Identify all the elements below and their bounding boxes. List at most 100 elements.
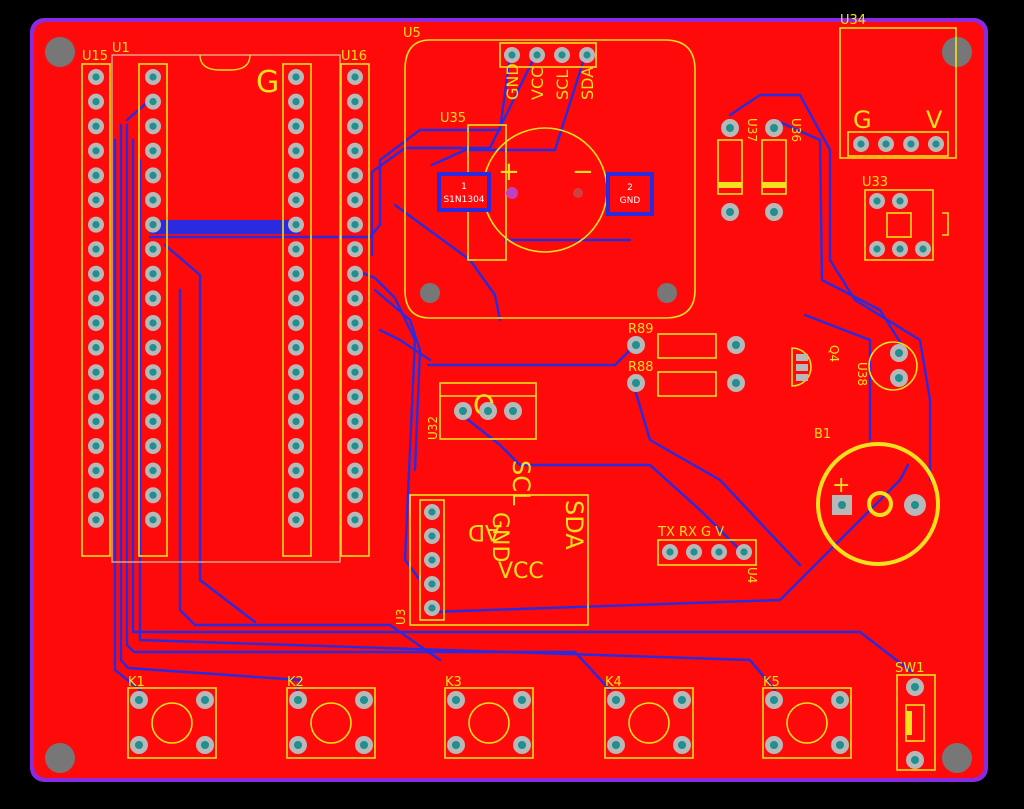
u1-left-pin-hole: [149, 221, 157, 229]
r88-label: R88: [628, 360, 654, 375]
key-4-pad-hole: [677, 740, 687, 750]
u38-led: U38: [855, 341, 918, 391]
u3-pin-hole: [428, 556, 436, 564]
u4-pin-hole: [715, 548, 723, 556]
u1-right-pin-hole: [292, 417, 300, 425]
u5-pin-hole: [583, 51, 591, 59]
u16-pin-hole: [351, 171, 359, 179]
u3-label: U3: [394, 609, 408, 625]
u16-pin-hole: [351, 196, 359, 204]
key-5-label: K5: [763, 675, 780, 690]
key-1-button[interactable]: [151, 702, 193, 744]
key-5-button[interactable]: [786, 702, 828, 744]
key-3-pad-hole: [517, 740, 527, 750]
header-u16[interactable]: [347, 69, 363, 528]
u15-pin-hole: [92, 516, 100, 524]
u37-label: U37: [745, 118, 759, 142]
u1-left-pin-hole: [149, 171, 157, 179]
key-3-button[interactable]: [468, 702, 510, 744]
u4-pin-hole: [666, 548, 674, 556]
key-3-label: K3: [445, 675, 462, 690]
u34-pin-hole: [907, 140, 915, 148]
u1-right-pin-hole: [292, 245, 300, 253]
u4-label: U4: [745, 567, 759, 583]
header-u1-left[interactable]: [145, 69, 161, 528]
svg-text:GND: GND: [620, 196, 641, 206]
u15-pin-hole: [92, 171, 100, 179]
u33-pin-hole: [919, 245, 927, 253]
u34-pin-hole: [932, 140, 940, 148]
u1-left-pin-hole: [149, 393, 157, 401]
sw1-label: SW1: [895, 661, 924, 676]
u3-pin-vcc: VCC: [498, 559, 544, 584]
key-2-pad-hole: [293, 695, 303, 705]
u1-left-pin-hole: [149, 147, 157, 155]
mounting-holes: [45, 37, 972, 773]
u33-module: U33: [862, 175, 949, 261]
u4-pin-hole: [690, 548, 698, 556]
key-5-outline: [762, 687, 852, 759]
u1-left-pin-hole: [149, 122, 157, 130]
u15-pin-hole: [92, 467, 100, 475]
u16-pin-hole: [351, 319, 359, 327]
u1-left-pin-hole: [149, 98, 157, 106]
u1-right-pin-hole: [292, 98, 300, 106]
u15-pin-hole: [92, 368, 100, 376]
u5-pin-hole: [508, 51, 516, 59]
u16-pin-hole: [351, 73, 359, 81]
u16-pin-hole: [351, 221, 359, 229]
key-5-pad-hole: [769, 695, 779, 705]
key-5-pad-hole: [769, 740, 779, 750]
u16-pin-hole: [351, 442, 359, 450]
u16-pin-hole: [351, 245, 359, 253]
u34-module: U34 G V: [839, 13, 957, 159]
u34-pin-hole: [857, 140, 865, 148]
key-5-pad-hole: [835, 695, 845, 705]
u16-pin-hole: [351, 467, 359, 475]
u1-g-marker: G: [256, 65, 279, 100]
header-u1-right[interactable]: [288, 69, 304, 528]
key-2-button[interactable]: [310, 702, 352, 744]
u16-pin-hole: [351, 393, 359, 401]
u1-right-pin-hole: [292, 73, 300, 81]
u35-label: U35: [440, 111, 466, 126]
u1-right-pin-hole: [292, 344, 300, 352]
u1-left-pin-hole: [149, 442, 157, 450]
u15-pin-hole: [92, 98, 100, 106]
u16-pin-hole: [351, 147, 359, 155]
u15-pin-hole: [92, 73, 100, 81]
u34-label: U34: [840, 13, 866, 28]
u1-right-pin-hole: [292, 196, 300, 204]
svg-text:2: 2: [627, 183, 633, 193]
u1-left-pin-hole: [149, 491, 157, 499]
key-3-outline: [444, 687, 534, 759]
u5-pin-gnd: GND: [503, 63, 522, 100]
u1-label: U1: [112, 41, 130, 56]
u1-right-pin-hole: [292, 319, 300, 327]
u5-pin-hole: [533, 51, 541, 59]
u1-right-pin-hole: [292, 442, 300, 450]
u5-pin-sda: SDA: [578, 67, 597, 100]
u1-left-pin-hole: [149, 467, 157, 475]
key-3-pad-hole: [517, 695, 527, 705]
u1-left-pin-hole: [149, 196, 157, 204]
u1-right-pin-hole: [292, 221, 300, 229]
u1-left-pin-hole: [149, 368, 157, 376]
key-4-button[interactable]: [628, 702, 670, 744]
u15-pin-hole: [92, 393, 100, 401]
b1-buzzer: B1 +: [814, 427, 940, 566]
header-u15[interactable]: [88, 69, 104, 528]
u33-pin-hole: [896, 245, 904, 253]
u35-battery-holder: U35 + − 1 S1N1304 2 GND: [437, 111, 654, 261]
u3-pin-sda: SDA: [560, 500, 588, 550]
u1-left-pin-hole: [149, 245, 157, 253]
u5-pin-hole: [558, 51, 566, 59]
copper-traces: [113, 54, 932, 692]
u15-pin-hole: [92, 344, 100, 352]
u1-left-pin-hole: [149, 319, 157, 327]
u5-rtc-module: U5 GND VCC SCL SDA: [403, 26, 696, 319]
key-1-pad-hole: [200, 695, 210, 705]
u16-pin-hole: [351, 491, 359, 499]
u5-pin-scl: SCL: [553, 70, 572, 100]
u1-right-pin-hole: [292, 467, 300, 475]
